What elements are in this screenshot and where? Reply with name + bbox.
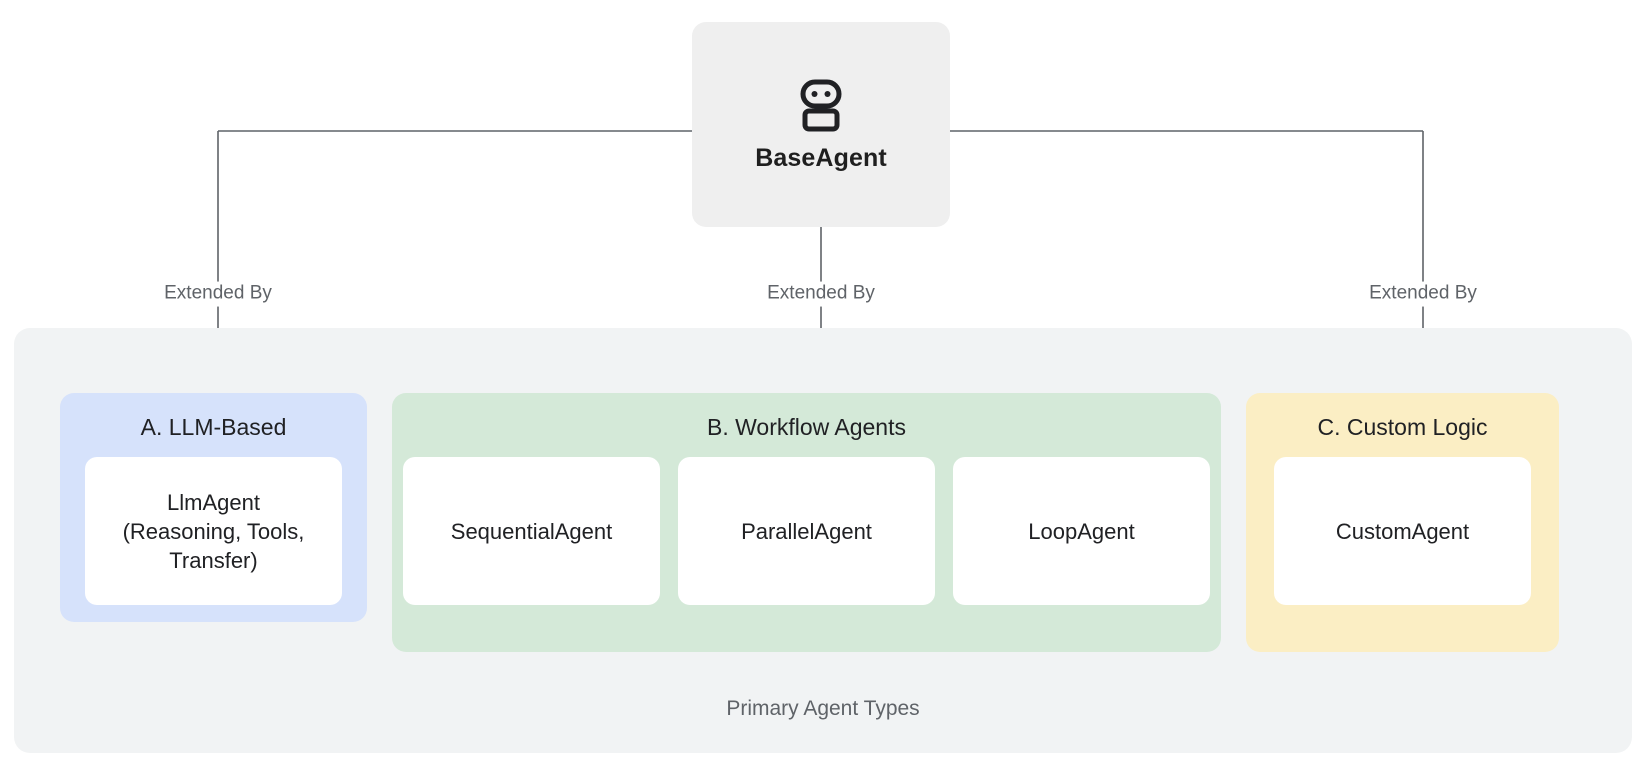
panel-custom-logic-title: C. Custom Logic	[1317, 414, 1488, 440]
panel-custom-logic-cards: CustomAgent	[1274, 457, 1531, 606]
card-sequential-agent[interactable]: SequentialAgent	[403, 457, 660, 606]
panel-llm-based[interactable]: A. LLM-Based LlmAgent(Reasoning, Tools,T…	[60, 393, 367, 622]
panel-custom-logic[interactable]: C. Custom Logic CustomAgent	[1246, 393, 1559, 652]
edge-label-middle: Extended By	[760, 281, 882, 307]
card-llm-agent[interactable]: LlmAgent(Reasoning, Tools,Transfer)	[85, 457, 342, 606]
card-custom-agent[interactable]: CustomAgent	[1274, 457, 1531, 606]
node-base-agent-label: BaseAgent	[755, 144, 887, 172]
panel-workflow-agents[interactable]: B. Workflow Agents SequentialAgent Paral…	[392, 393, 1221, 652]
panel-workflow-agents-title: B. Workflow Agents	[707, 414, 906, 440]
card-loop-agent[interactable]: LoopAgent	[953, 457, 1210, 606]
card-parallel-agent[interactable]: ParallelAgent	[678, 457, 935, 606]
node-base-agent[interactable]: BaseAgent	[692, 22, 950, 227]
panel-llm-based-title: A. LLM-Based	[140, 414, 287, 440]
robot-icon	[800, 79, 842, 132]
panel-workflow-agents-cards: SequentialAgent ParallelAgent LoopAgent	[403, 457, 1210, 606]
edge-label-right: Extended By	[1362, 281, 1484, 307]
panel-llm-based-cards: LlmAgent(Reasoning, Tools,Transfer)	[85, 457, 342, 606]
group-caption: Primary Agent Types	[726, 696, 920, 720]
edge-label-left: Extended By	[157, 281, 279, 307]
